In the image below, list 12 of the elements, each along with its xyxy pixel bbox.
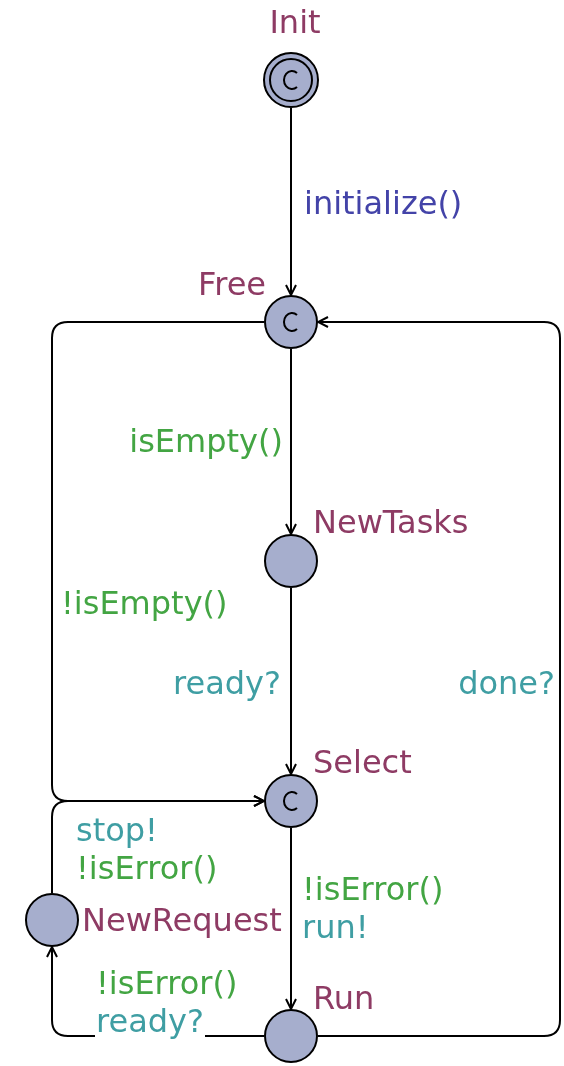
location-name: Select xyxy=(313,746,412,778)
location-name: NewTasks xyxy=(313,506,469,538)
location-name: Init xyxy=(269,6,321,38)
arrow xyxy=(285,587,297,775)
arrow xyxy=(285,107,297,296)
location-name: Run xyxy=(313,982,375,1014)
location-name: NewRequest xyxy=(82,904,282,936)
location-name: Free xyxy=(198,268,266,300)
arrow xyxy=(51,795,265,894)
arrow xyxy=(285,827,297,1010)
arrow xyxy=(317,316,561,1037)
arrow xyxy=(285,348,297,535)
